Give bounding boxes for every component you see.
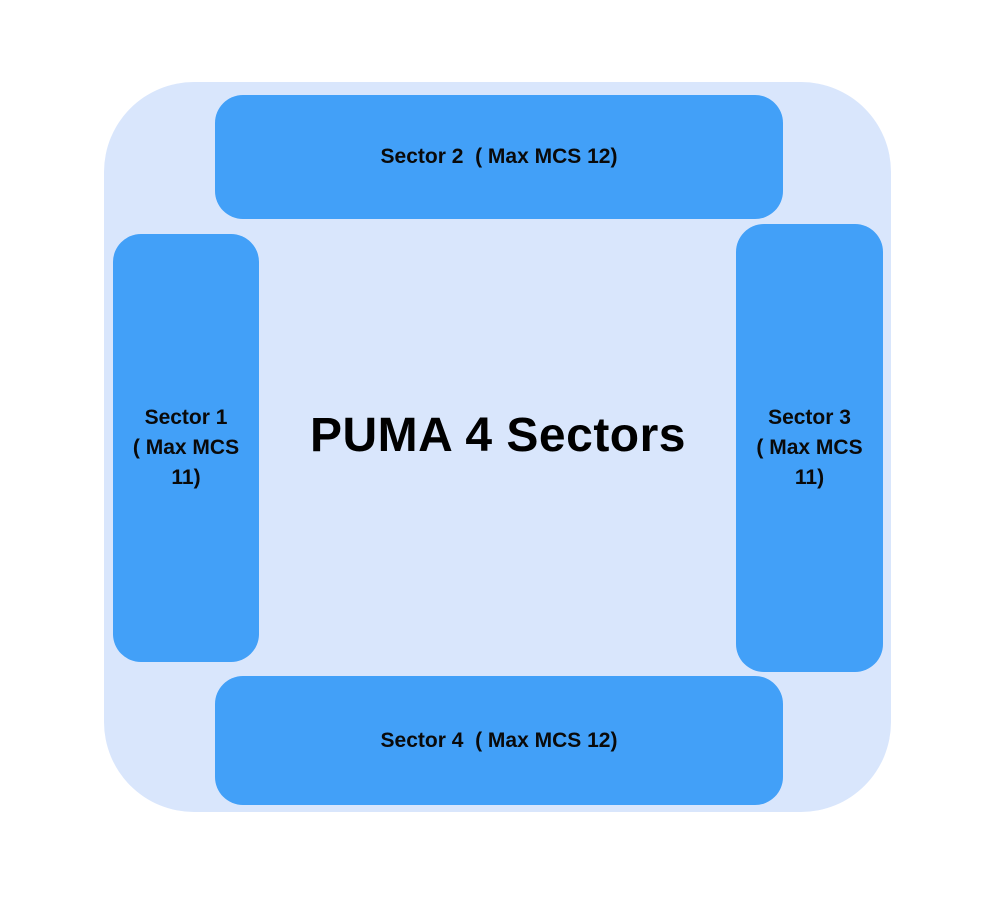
- diagram-title: PUMA 4 Sectors: [310, 408, 686, 462]
- sector-4-box: Sector 4 ( Max MCS 12): [215, 676, 783, 805]
- sector-1-box: Sector 1 ( Max MCS 11): [113, 234, 259, 662]
- sector-2-label: Sector 2 ( Max MCS 12): [380, 145, 618, 168]
- sector-2-box: Sector 2 ( Max MCS 12): [215, 95, 783, 219]
- sector-1-label: Sector 1 ( Max MCS 11): [132, 406, 240, 489]
- sector-4-label: Sector 4 ( Max MCS 12): [380, 728, 618, 752]
- sector-3-box: Sector 3 ( Max MCS 11): [736, 224, 883, 672]
- sector-3-label: Sector 3 ( Max MCS 11): [756, 406, 863, 489]
